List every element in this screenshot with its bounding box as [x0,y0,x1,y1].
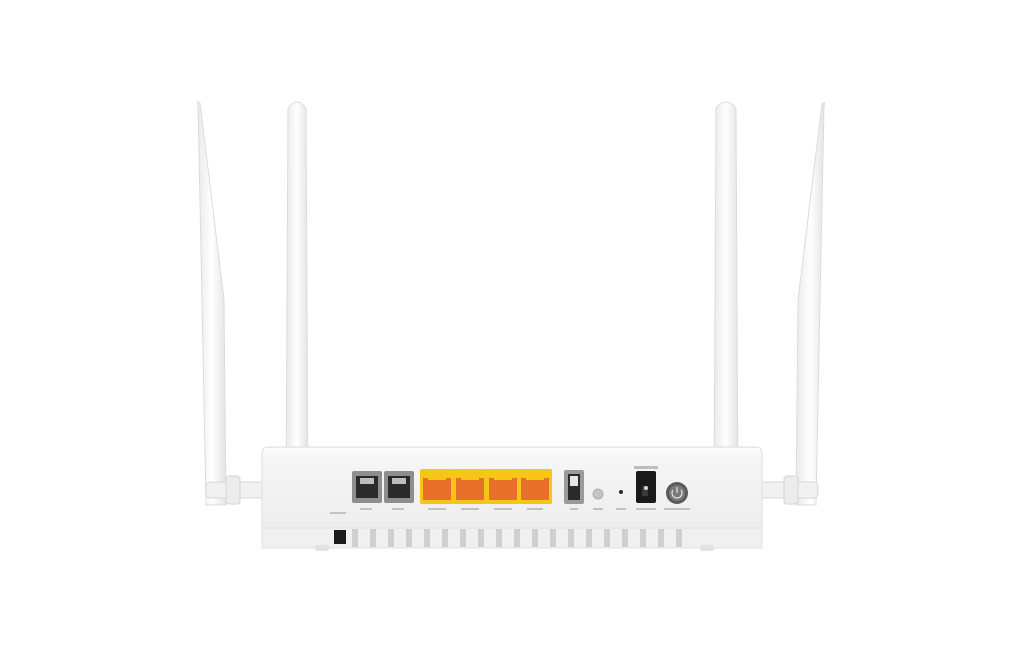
ethernet-port-1 [420,469,454,504]
power-button [666,482,688,504]
power-jack [634,466,658,503]
foot-left [315,545,329,551]
antenna-right-outer [759,101,826,506]
antenna-right-inner [713,101,739,501]
ethernet-port-4 [518,469,552,504]
vent-grille [352,529,682,547]
phone-port-2 [384,471,414,503]
foot-right [700,545,714,551]
port-label-marks [330,508,690,514]
side-switch [334,530,346,544]
usb-port [564,470,584,504]
reset-pinhole [619,490,623,494]
ethernet-port-3 [486,469,520,504]
antenna-left-inner [285,101,309,501]
round-button [592,488,604,500]
phone-port-1 [352,471,382,503]
ethernet-port-2 [453,469,487,504]
antenna-left-outer [196,101,265,506]
